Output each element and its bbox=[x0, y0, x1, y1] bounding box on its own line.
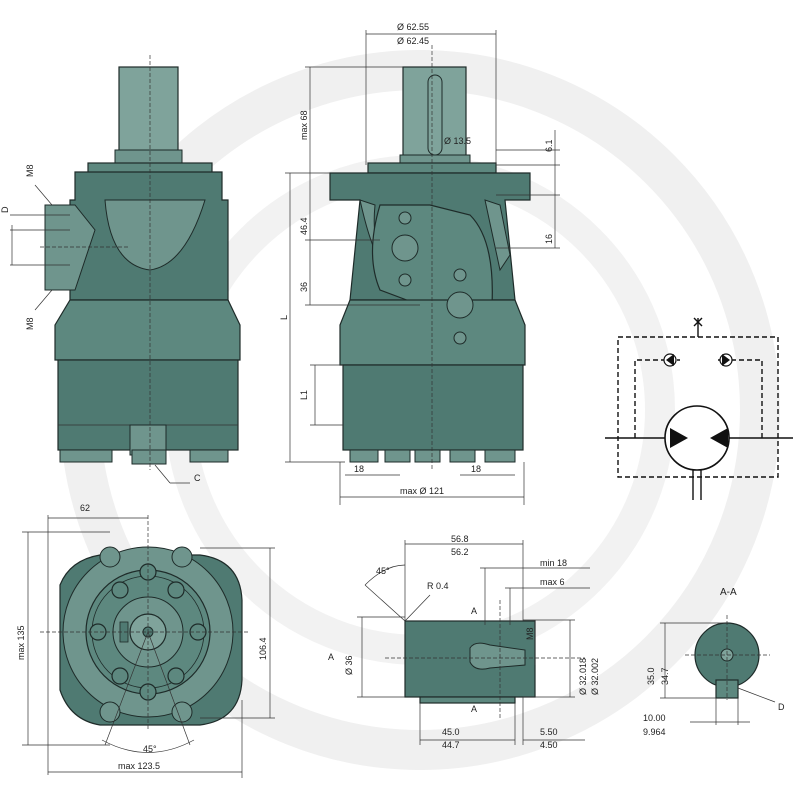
label-62: 62 bbox=[80, 503, 90, 513]
label-d: D bbox=[0, 206, 10, 213]
label-dia-62-55: Ø 62.55 bbox=[397, 22, 429, 32]
side-housing-lower bbox=[342, 364, 524, 451]
label-45-0: 45.0 bbox=[442, 727, 460, 737]
label-dia-13-5: Ø 13.5 bbox=[444, 136, 471, 146]
label-56-2: 56.2 bbox=[451, 547, 469, 557]
front-left-view bbox=[10, 55, 241, 484]
label-m8-top: M8 bbox=[25, 164, 35, 177]
label-5-50: 5.50 bbox=[540, 727, 558, 737]
label-c: C bbox=[194, 473, 201, 483]
label-6-1: 6.1 bbox=[544, 139, 554, 152]
label-min-18: min 18 bbox=[540, 558, 567, 568]
shaft bbox=[118, 66, 179, 160]
label-l: L bbox=[279, 315, 289, 320]
label-dia-32-018: Ø 32.018 bbox=[578, 658, 588, 695]
label-16: 16 bbox=[544, 234, 554, 244]
label-a-bottom: A bbox=[471, 704, 477, 714]
label-dia-62-45: Ø 62.45 bbox=[397, 36, 429, 46]
label-35-0: 35.0 bbox=[646, 667, 656, 685]
hydraulic-symbol bbox=[605, 317, 793, 500]
label-max-68: max 68 bbox=[299, 110, 309, 140]
label-max-6: max 6 bbox=[540, 577, 565, 587]
label-dia-32-002: Ø 32.002 bbox=[590, 658, 600, 695]
label-56-8: 56.8 bbox=[451, 534, 469, 544]
label-m8-shaft: M8 bbox=[525, 627, 535, 640]
label-45-deg: 45° bbox=[143, 744, 157, 754]
section-title: A-A bbox=[720, 587, 737, 598]
label-9-964: 9.964 bbox=[643, 727, 666, 737]
label-a-left: A bbox=[328, 652, 334, 662]
end-view bbox=[22, 515, 275, 778]
label-dia-36: Ø 36 bbox=[344, 655, 354, 675]
label-m8-bottom: M8 bbox=[25, 317, 35, 330]
label-max-121: max Ø 121 bbox=[400, 486, 444, 496]
label-18-left: 18 bbox=[354, 464, 364, 474]
side-view bbox=[285, 30, 560, 505]
side-shaft bbox=[402, 66, 467, 163]
label-l1: L1 bbox=[299, 390, 309, 400]
label-max-123-5: max 123.5 bbox=[118, 761, 160, 771]
section-a-a bbox=[660, 615, 776, 725]
label-106-4: 106.4 bbox=[258, 637, 268, 660]
label-18-right: 18 bbox=[471, 464, 481, 474]
shaft-detail bbox=[357, 540, 590, 745]
label-34-7: 34.7 bbox=[660, 667, 670, 685]
housing-flange bbox=[54, 299, 241, 361]
label-d-section: D bbox=[778, 702, 785, 712]
label-45-deg-shaft: 45° bbox=[376, 566, 390, 576]
label-44-7: 44.7 bbox=[442, 740, 460, 750]
label-a-top: A bbox=[471, 606, 477, 616]
label-36: 36 bbox=[299, 282, 309, 292]
label-r-0-4: R 0.4 bbox=[427, 581, 449, 591]
label-4-50: 4.50 bbox=[540, 740, 558, 750]
label-max-135: max 135 bbox=[16, 625, 26, 660]
label-46-4: 46.4 bbox=[299, 217, 309, 235]
label-10-00: 10.00 bbox=[643, 713, 666, 723]
side-flange bbox=[339, 299, 526, 366]
